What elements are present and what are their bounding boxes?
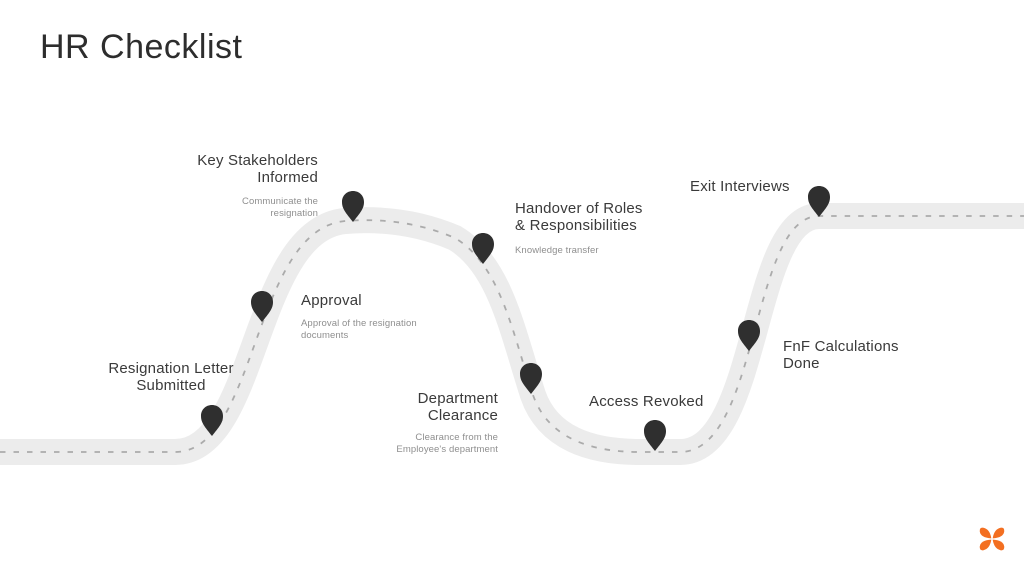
map-pin-icon-handover bbox=[472, 233, 494, 264]
milestone-label-approval: Approval bbox=[301, 292, 362, 309]
milestone-label-handover: Handover of Roles & Responsibilities bbox=[515, 200, 643, 235]
map-pin-icon-approval bbox=[251, 291, 273, 322]
milestone-label-exit-interviews: Exit Interviews bbox=[690, 178, 790, 195]
map-pin-icon-access-revoked bbox=[644, 420, 666, 451]
milestone-sub-handover: Knowledge transfer bbox=[515, 245, 599, 256]
butterfly-logo-icon bbox=[979, 527, 1005, 551]
milestone-sub-key-stakeholders: Communicate the resignation bbox=[242, 196, 318, 220]
map-pin-icon-fnf bbox=[738, 320, 760, 351]
map-pin-icon-exit-interviews bbox=[808, 186, 830, 217]
map-pin-icon-stakeholders bbox=[342, 191, 364, 222]
milestone-label-resignation-letter: Resignation Letter Submitted bbox=[108, 360, 234, 395]
map-pin-icon-dept-clearance bbox=[520, 363, 542, 394]
map-pin-icon-resignation bbox=[201, 405, 223, 436]
milestone-label-fnf-calculations: FnF Calculations Done bbox=[783, 338, 899, 373]
milestone-label-department-clearance: Department Clearance bbox=[417, 390, 498, 425]
milestone-label-key-stakeholders: Key Stakeholders Informed bbox=[197, 152, 318, 187]
milestone-label-access-revoked: Access Revoked bbox=[589, 393, 704, 410]
road-path bbox=[0, 203, 1024, 465]
milestone-sub-department-clearance: Clearance from the Employee's department bbox=[396, 432, 498, 456]
milestone-sub-approval: Approval of the resignation documents bbox=[301, 318, 417, 342]
page-title: HR Checklist bbox=[40, 28, 243, 66]
